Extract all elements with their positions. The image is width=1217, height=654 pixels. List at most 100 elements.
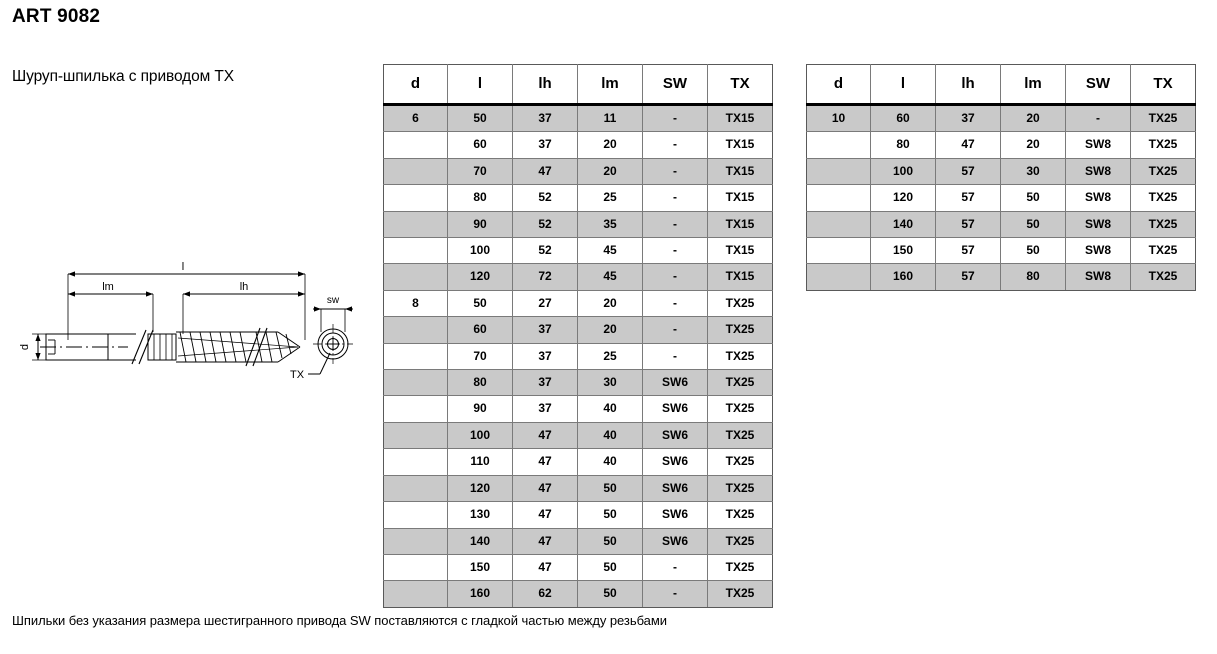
cell-l: 120 [870, 184, 936, 212]
break-line-1 [131, 329, 147, 365]
cell-d [383, 342, 448, 371]
cell-lm: 20 [1000, 103, 1066, 133]
dim-arrow-lh-right [298, 291, 305, 297]
cell-d [383, 448, 448, 476]
cell-l: 60 [447, 316, 513, 344]
cell-tx: TX15 [707, 210, 773, 239]
cell-d [806, 210, 871, 239]
cell-sw: - [642, 131, 708, 159]
break-line-2 [245, 327, 261, 367]
cell-lh: 47 [512, 501, 578, 529]
cell-l: 80 [870, 131, 936, 159]
cell-lh: 57 [935, 210, 1001, 239]
cell-lm: 50 [1000, 237, 1066, 265]
cell-sw: - [642, 237, 708, 265]
cell-l: 50 [447, 103, 513, 133]
cell-lm: 45 [577, 263, 643, 291]
cell-tx: TX25 [707, 527, 773, 555]
cell-sw: - [642, 553, 708, 582]
cell-lm: 50 [577, 474, 643, 503]
cell-sw: SW6 [642, 448, 708, 476]
cell-tx: TX25 [707, 448, 773, 476]
cell-lm: 25 [577, 184, 643, 212]
cell-sw: - [642, 103, 708, 133]
cell-lm: 20 [577, 131, 643, 159]
cell-sw: SW6 [642, 527, 708, 555]
drawing-label-tx: TX [290, 369, 305, 381]
cell-lh: 47 [512, 553, 578, 582]
cell-tx: TX25 [707, 369, 773, 397]
dim-arrow-lh-left [183, 291, 190, 297]
cell-d [383, 474, 448, 503]
cell-l: 100 [870, 157, 936, 186]
cell-lm: 20 [1000, 131, 1066, 159]
cell-d: 8 [383, 289, 448, 318]
cell-lm: 50 [577, 580, 643, 608]
cell-tx: TX25 [707, 580, 773, 608]
drawing-label-sw: sw [327, 295, 340, 306]
cell-lm: 20 [577, 289, 643, 318]
cell-l: 90 [447, 210, 513, 239]
cell-l: 50 [447, 289, 513, 318]
cell-tx: TX25 [707, 421, 773, 450]
cell-sw: - [642, 342, 708, 371]
cell-sw: - [642, 210, 708, 239]
cell-sw: - [642, 316, 708, 344]
dim-arrow-lm-right [146, 291, 153, 297]
cell-tx: TX15 [707, 237, 773, 265]
cell-lm: 50 [1000, 184, 1066, 212]
cell-tx: TX25 [1130, 263, 1196, 291]
column-header-d: d [383, 64, 448, 106]
cell-lh: 47 [512, 421, 578, 450]
cell-d: 6 [383, 103, 448, 133]
cell-d [383, 369, 448, 397]
cell-lh: 52 [512, 237, 578, 265]
cell-tx: TX25 [1130, 157, 1196, 186]
cell-l: 130 [447, 501, 513, 529]
cell-l: 80 [447, 184, 513, 212]
cell-tx: TX25 [1130, 210, 1196, 239]
cell-l: 120 [447, 263, 513, 291]
footnote-text: Шпильки без указания размера шестигранно… [12, 613, 667, 628]
machine-thread [147, 333, 177, 361]
column-header-sw: SW [1065, 64, 1131, 106]
cell-lh: 72 [512, 263, 578, 291]
cell-d [383, 395, 448, 423]
page-title: ART 9082 [12, 6, 101, 27]
cell-tx: TX25 [707, 553, 773, 582]
cell-l: 160 [870, 263, 936, 291]
product-subtitle: Шуруп-шпилька с приводом TX [12, 68, 234, 85]
cell-l: 140 [870, 210, 936, 239]
cell-lm: 50 [577, 527, 643, 555]
cell-tx: TX25 [1130, 131, 1196, 159]
cell-d [806, 131, 871, 159]
drawing-label-lh: lh [240, 281, 249, 293]
cell-d [383, 157, 448, 186]
cell-tx: TX25 [1130, 103, 1196, 133]
cell-lh: 37 [512, 103, 578, 133]
drawing-label-d: d [19, 344, 31, 350]
cell-l: 120 [447, 474, 513, 503]
cell-lm: 50 [577, 501, 643, 529]
cell-sw: SW8 [1065, 184, 1131, 212]
cell-l: 60 [447, 131, 513, 159]
cell-tx: TX15 [707, 131, 773, 159]
cell-lm: 40 [577, 421, 643, 450]
cell-tx: TX25 [707, 501, 773, 529]
column-header-l: l [870, 64, 936, 106]
cell-lh: 62 [512, 580, 578, 608]
cell-tx: TX25 [1130, 184, 1196, 212]
cell-lh: 27 [512, 289, 578, 318]
cell-sw: - [642, 184, 708, 212]
column-header-lm: lm [1000, 64, 1066, 106]
cell-d [383, 527, 448, 555]
cell-sw: SW8 [1065, 210, 1131, 239]
